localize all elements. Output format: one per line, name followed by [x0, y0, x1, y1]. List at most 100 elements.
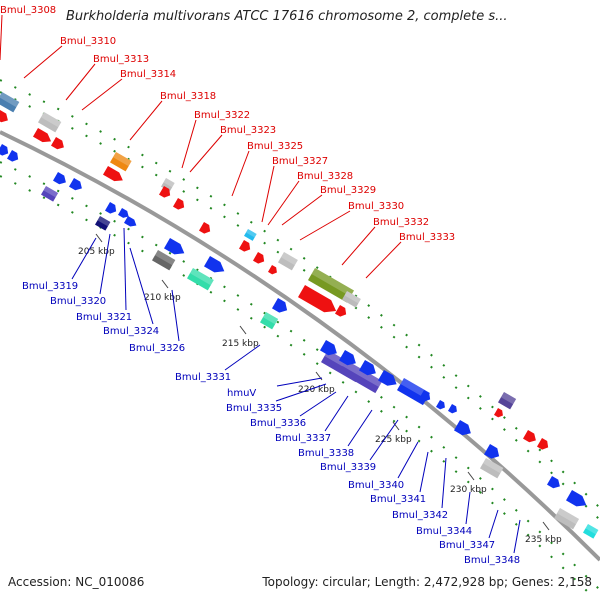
gene-feature-26 [41, 186, 59, 202]
gene-arrow-shape [164, 238, 185, 255]
gene-feature-33 [152, 250, 176, 271]
gene-feature-55 [583, 524, 599, 539]
gene-box-shape [480, 458, 504, 479]
gene-box-shape [0, 92, 20, 113]
gene-arrow-shape [547, 476, 560, 489]
top-gene-label: Bmul_3332 [373, 217, 429, 228]
bottom-gene-label: Bmul_3339 [320, 462, 376, 473]
bottom-gene-label: Bmul_3335 [226, 403, 282, 414]
gene-arrow-shape [0, 110, 8, 123]
gene-arrow-shape [537, 438, 549, 450]
scale-label: 220 kbp [298, 385, 335, 395]
gene-arrow-shape [335, 305, 347, 317]
bottom-gene-label: Bmul_3344 [416, 526, 472, 537]
bottom-leader-line [397, 441, 419, 479]
gene-feature-20 [498, 392, 517, 410]
gene-feature-21 [494, 408, 503, 418]
gene-feature-6 [103, 166, 123, 182]
gene-arrow-shape [359, 360, 376, 376]
top-leader-line [189, 134, 223, 173]
bottom-gene-label: Bmul_3348 [464, 555, 520, 566]
gene-arrow-shape [566, 490, 587, 507]
gene-arrow-shape [523, 430, 536, 443]
gene-box-highlight [311, 268, 354, 297]
gene-feature-24 [0, 144, 9, 156]
gene-feature-2 [38, 112, 62, 133]
bottom-gene-label: Bmul_3347 [439, 540, 495, 551]
gene-box-highlight [483, 458, 504, 474]
top-gene-label: Bmul_3325 [247, 141, 303, 152]
gene-feature-11 [244, 229, 257, 241]
gene-feature-22 [523, 430, 536, 443]
gene-box-highlight [43, 186, 59, 198]
gene-arrow-shape [419, 390, 431, 402]
gene-box-highlight [263, 312, 279, 325]
gene-box-highlight [97, 216, 111, 227]
scale-tick [467, 471, 475, 481]
top-leader-line [231, 150, 250, 197]
top-leader-line [261, 165, 275, 223]
gene-box-shape [554, 508, 580, 530]
gene-feature-1 [0, 110, 8, 123]
gene-box-shape [110, 152, 132, 172]
scale-label: 230 kbp [450, 485, 487, 495]
gene-arrow-shape [53, 172, 66, 185]
top-leader-line [181, 119, 197, 169]
gene-arrow-shape [378, 370, 397, 386]
gene-feature-19 [335, 305, 347, 317]
top-leader-line [23, 45, 63, 79]
gene-box-shape [41, 186, 59, 202]
gene-arrow-shape [253, 252, 265, 264]
gene-feature-46 [419, 390, 431, 402]
gene-box-highlight [246, 229, 257, 238]
gene-feature-29 [95, 216, 111, 231]
bottom-gene-label: Bmul_3341 [370, 494, 426, 505]
gene-feature-32 [124, 216, 137, 227]
bottom-gene-label: Bmul_3337 [275, 433, 331, 444]
gene-feature-54 [554, 508, 580, 530]
top-leader-line [267, 180, 300, 226]
gene-feature-5 [110, 152, 132, 172]
gene-arrow-shape [7, 150, 19, 162]
top-gene-label: Bmul_3333 [399, 232, 455, 243]
gene-feature-0 [0, 92, 20, 113]
top-gene-label: Bmul_3313 [93, 54, 149, 65]
gene-feature-13 [253, 252, 265, 264]
gene-box-highlight [344, 291, 361, 304]
gene-arrow-shape [204, 256, 225, 273]
bottom-gene-label: Bmul_3336 [250, 418, 306, 429]
gene-box-shape [498, 392, 517, 410]
bottom-leader-line [275, 383, 327, 402]
top-gene-label: Bmul_3329 [320, 185, 376, 196]
gene-arrow-shape [268, 265, 277, 275]
gene-feature-53 [566, 490, 587, 507]
gene-arrow-shape [484, 444, 500, 459]
gene-feature-28 [69, 178, 82, 191]
bottom-gene-label: Bmul_3331 [175, 372, 231, 383]
gene-feature-17 [298, 285, 337, 313]
top-gene-label: Bmul_3322 [194, 110, 250, 121]
top-gene-label: Bmul_3323 [220, 125, 276, 136]
bottom-leader-line [513, 519, 521, 554]
gene-box-shape [95, 216, 111, 231]
gene-arrow-shape [105, 202, 117, 214]
top-leader-line [65, 63, 96, 101]
bottom-leader-line [324, 395, 349, 432]
gene-feature-16 [308, 268, 354, 303]
gene-feature-52 [547, 476, 560, 489]
backbone-line [0, 130, 600, 562]
top-gene-label: Bmul_3318 [160, 91, 216, 102]
bottom-leader-line [99, 233, 111, 295]
gene-arrow-shape [0, 144, 9, 156]
gene-feature-43 [359, 360, 376, 376]
scale-label: 205 kbp [78, 247, 115, 257]
gene-box-shape [260, 312, 279, 330]
scale-label: 225 kbp [375, 435, 412, 445]
accession-text: Accession: NC_010086 [8, 575, 145, 589]
bottom-leader-line [276, 377, 323, 387]
gene-arrow-shape [103, 166, 123, 182]
bottom-leader-line [347, 409, 373, 447]
bottom-leader-line [441, 457, 447, 509]
